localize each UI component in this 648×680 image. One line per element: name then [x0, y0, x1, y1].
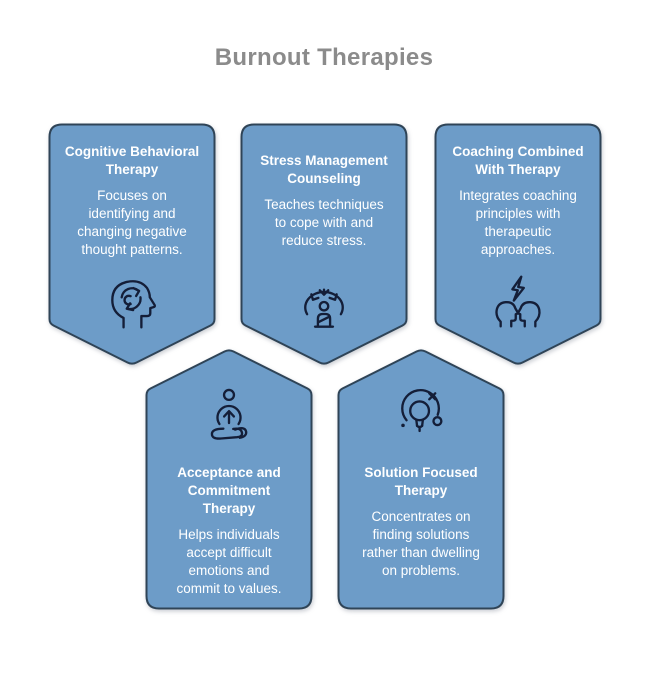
meditation-icon — [199, 386, 259, 446]
banner-down-shape — [240, 123, 408, 365]
card-title: Stress Management Counseling — [260, 153, 388, 186]
two-heads-lightning-icon — [488, 272, 548, 332]
card-solution-focused-therapy: Solution Focused Therapy Concentrates on… — [337, 348, 505, 610]
card-description: Concentrates on finding solutions rather… — [362, 509, 480, 578]
lightbulb-discovery-icon — [391, 386, 451, 446]
stressed-person-icon — [294, 272, 354, 332]
card-description: Helps individuals accept difficult emoti… — [176, 527, 282, 596]
card-description: Focuses on identifying and changing nega… — [77, 188, 187, 257]
banner-up-shape — [337, 349, 505, 610]
card-acceptance-and-commitment-therapy: Acceptance and Commitment Therapy Helps … — [145, 348, 313, 610]
card-cognitive-behavioral-therapy: Cognitive Behavioral Therapy Focuses on … — [48, 123, 216, 366]
card-coaching-combined-with-therapy: Coaching Combined With Therapy Integrate… — [434, 123, 602, 366]
card-description: Teaches techniques to cope with and redu… — [264, 197, 384, 248]
card-title: Solution Focused Therapy — [364, 465, 478, 498]
page-title: Burnout Therapies — [214, 44, 434, 71]
card-stress-management-counseling: Stress Management Counseling Teaches tec… — [240, 123, 408, 366]
banner-up-shape — [145, 349, 313, 610]
card-title: Acceptance and Commitment Therapy — [177, 465, 281, 516]
head-with-cycle-arrows-icon — [102, 272, 162, 332]
card-title: Coaching Combined With Therapy — [452, 144, 584, 177]
card-title: Cognitive Behavioral Therapy — [64, 144, 200, 177]
card-description: Integrates coaching principles with ther… — [459, 188, 577, 257]
banner-down-shape — [48, 123, 216, 365]
banner-down-shape — [434, 123, 602, 365]
